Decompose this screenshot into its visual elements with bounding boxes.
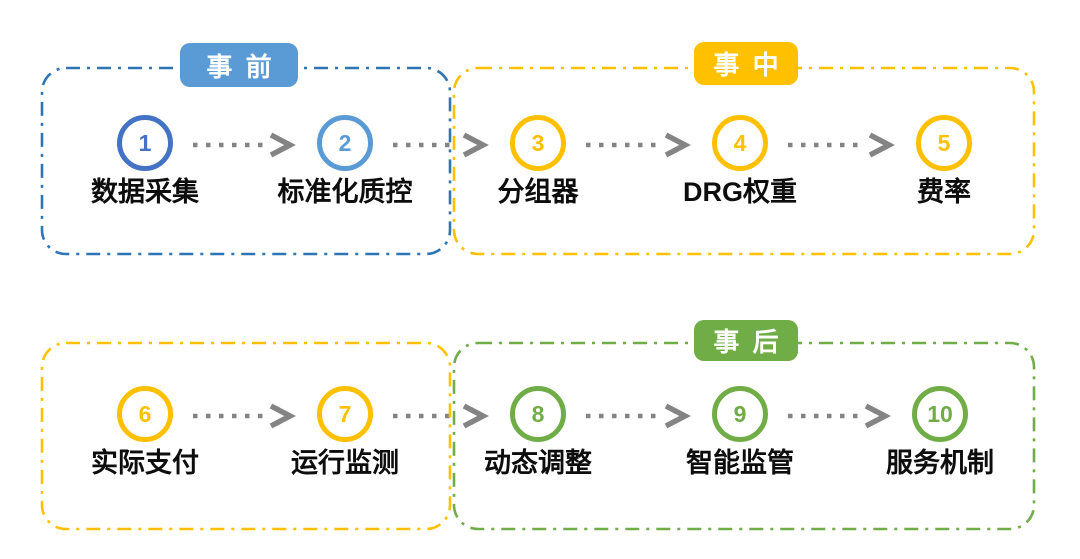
arrow-chevron-icon: [462, 132, 489, 158]
arrow-9-to-10: [788, 403, 891, 429]
step-5-number: 5: [937, 129, 951, 156]
arrow-6-to-7: [193, 403, 296, 429]
step-7-number: 7: [338, 400, 352, 427]
step-2-circle: 2: [317, 115, 373, 171]
step-9-circle: 9: [712, 386, 768, 442]
phase-badge-pre: 事 前: [180, 43, 298, 87]
step-3-circle: 3: [510, 115, 566, 171]
phase-badge-post-label: 事 后: [713, 327, 782, 357]
arrow-chevron-icon: [664, 132, 691, 158]
step-9-number: 9: [733, 400, 747, 427]
step-7-circle: 7: [317, 386, 373, 442]
step-4-circle: 4: [712, 115, 768, 171]
step-3-number: 3: [531, 129, 545, 156]
phase-badge-post: 事 后: [694, 320, 798, 361]
arrow-1-to-2: [193, 132, 296, 158]
phase-badge-mid: 事 中: [694, 42, 798, 85]
arrow-chevron-icon: [664, 403, 691, 429]
arrow-chevron-icon: [462, 403, 489, 429]
step-6-circle: 6: [117, 386, 173, 442]
arrow-2-to-3: [393, 132, 489, 158]
arrow-4-to-5: [788, 132, 895, 158]
step-1-circle: 1: [117, 115, 173, 171]
step-10-circle: 10: [912, 386, 968, 442]
arrow-7-to-8: [393, 403, 489, 429]
arrow-chevron-icon: [269, 403, 296, 429]
step-10-label: 服务机制: [886, 448, 994, 478]
step-1-number: 1: [138, 129, 152, 156]
arrow-chevron-icon: [864, 403, 891, 429]
arrow-8-to-9: [586, 403, 691, 429]
step-7-label: 运行监测: [291, 448, 399, 478]
arrow-chevron-icon: [868, 132, 895, 158]
step-4-label: DRG权重: [683, 177, 797, 207]
step-6-number: 6: [138, 400, 152, 427]
step-3-label: 分组器: [497, 177, 579, 207]
step-8-number: 8: [531, 400, 545, 427]
step-8-circle: 8: [510, 386, 566, 442]
step-5-label: 费率: [917, 177, 971, 207]
step-6-label: 实际支付: [91, 448, 199, 478]
phase-badge-mid-label: 事 中: [713, 50, 782, 80]
step-4-number: 4: [733, 129, 747, 156]
step-2-number: 2: [338, 129, 352, 156]
step-1-label: 数据采集: [91, 177, 199, 207]
phase-box-mid-cont: [40, 341, 452, 531]
step-8-label: 动态调整: [484, 448, 592, 478]
arrow-3-to-4: [586, 132, 691, 158]
phase-box-pre: [40, 66, 452, 256]
phase-badge-pre-label: 事 前: [206, 51, 275, 82]
step-9-label: 智能监管: [686, 448, 794, 478]
step-5-circle: 5: [916, 115, 972, 171]
arrow-chevron-icon: [269, 132, 296, 158]
step-2-label: 标准化质控: [277, 177, 413, 207]
step-10-number: 10: [927, 400, 953, 427]
